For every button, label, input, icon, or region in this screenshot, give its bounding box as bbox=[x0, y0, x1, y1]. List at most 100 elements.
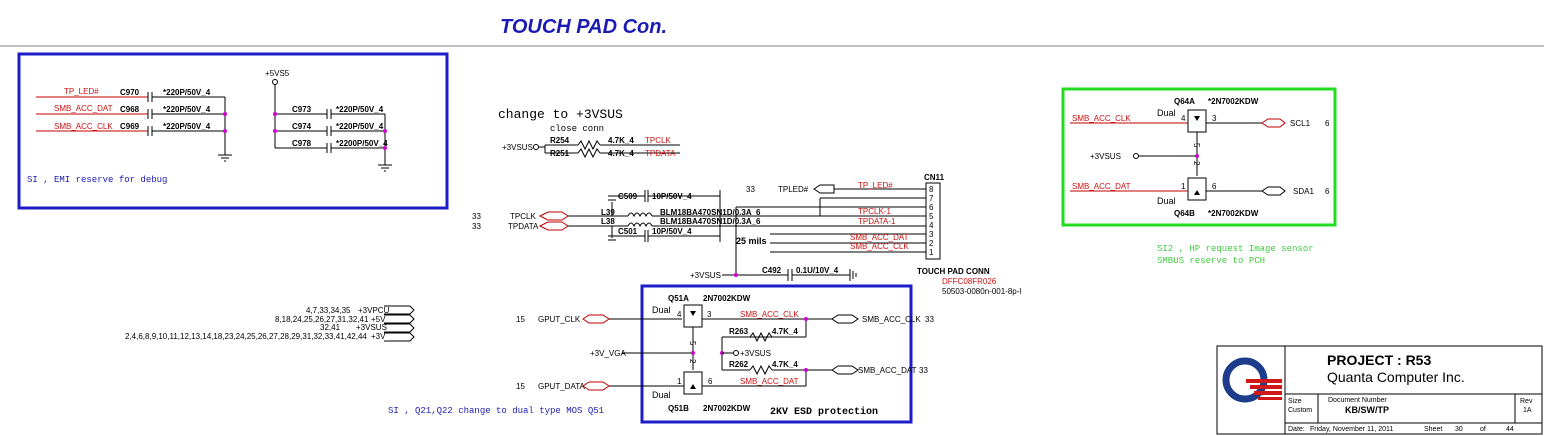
pin-number: 3 bbox=[707, 310, 712, 319]
net-label: SMB_ACC_CLK bbox=[1072, 114, 1131, 123]
power-pages: 32,41 bbox=[320, 323, 341, 332]
connector-cn11: CN11 8 7 6 5 4 3 2 1 TP_LED# TPCLK-1 TPD… bbox=[690, 173, 1021, 296]
connector-pin: 3 bbox=[929, 230, 934, 239]
connector-part: DFFC08FR026 bbox=[942, 277, 997, 286]
bead-ref: L38 bbox=[601, 217, 615, 226]
resistor-value: 4.7K_4 bbox=[772, 360, 798, 369]
sheet-total: 44 bbox=[1506, 426, 1514, 433]
offpage-page: 33 bbox=[472, 222, 481, 231]
resistor-ref: R263 bbox=[729, 327, 749, 336]
power-pages: 4,7,33,34,35 bbox=[306, 306, 351, 315]
company-name: Quanta Computer Inc. bbox=[1327, 369, 1465, 385]
size-label: Size bbox=[1288, 398, 1302, 405]
cap-ref: C509 bbox=[618, 192, 638, 201]
connector-pin: 6 bbox=[929, 203, 934, 212]
cap-ref: C492 bbox=[762, 266, 782, 275]
net-label: SMB_ACC_DAT bbox=[740, 377, 799, 386]
mosfet-dual: Dual bbox=[652, 305, 671, 315]
sensor-note-1: SI2 , HP request Image sensor bbox=[1157, 244, 1314, 254]
offpage-page: 33 bbox=[919, 366, 928, 375]
sensor-box: Q64A *2N7002KDW Dual SMB_ACC_CLK 4 3 SCL… bbox=[1061, 87, 1337, 227]
sheet-number: 30 bbox=[1455, 426, 1463, 433]
esd-caption: 2KV ESD protection bbox=[770, 406, 878, 418]
title-block: PROJECT : R53 Quanta Computer Inc. Size … bbox=[1216, 345, 1543, 435]
page-title: TOUCH PAD Con. bbox=[500, 16, 667, 38]
debug-cap-row: C978 *2200P/50V_4 bbox=[275, 139, 388, 153]
rail-label: +3VSUS bbox=[740, 349, 771, 358]
debug-cap-ref: C970 bbox=[120, 88, 140, 97]
power-rail: +3VPCU bbox=[358, 306, 390, 315]
pullup-resistors: +3VSUS R254 4.7K_4 TPCLK R251 4.7K_4 TPD… bbox=[502, 136, 680, 159]
offpage-net: SDA1 bbox=[1293, 187, 1314, 196]
offpage-page: 33 bbox=[472, 212, 481, 221]
connector-pin: 7 bbox=[929, 194, 934, 203]
offpage-net: TPCLK bbox=[510, 212, 536, 221]
debug-cap-row: C974 *220P/50V_4 bbox=[275, 122, 385, 136]
pin-number: 2 bbox=[688, 359, 697, 364]
debug-cap-row: SMB_ACC_CLK C969 *220P/50V_4 bbox=[36, 122, 225, 136]
connector-name: TOUCH PAD CONN bbox=[917, 267, 990, 276]
mosfet-body bbox=[683, 371, 703, 395]
mosfet-body bbox=[1187, 177, 1207, 201]
offpage-net: TPDATA bbox=[508, 222, 539, 231]
mosfet-part: *2N7002KDW bbox=[1208, 97, 1259, 106]
date-label: Date: bbox=[1288, 426, 1305, 433]
power-rail: +3V bbox=[371, 332, 386, 341]
pin-number: 2 bbox=[1192, 161, 1201, 166]
offpage-net: TPLED# bbox=[778, 185, 809, 194]
cap-value: 0.1U/10V_4 bbox=[796, 266, 839, 275]
net-label: TPCLK bbox=[645, 136, 671, 145]
debug-box: TP_LED# C970 *220P/50V_4 SMB_ACC_DAT C96… bbox=[17, 52, 449, 210]
ground-symbol bbox=[218, 154, 232, 162]
debug-cap-row: TP_LED# C970 *220P/50V_4 bbox=[36, 87, 225, 102]
title-block-border bbox=[1216, 345, 1543, 435]
offpage-page: 6 bbox=[1325, 119, 1330, 128]
connector-pin: 5 bbox=[929, 212, 934, 221]
rev-label: Rev bbox=[1520, 398, 1533, 405]
resistor-value: 4.7K_4 bbox=[772, 327, 798, 336]
debug-cap-ref: C978 bbox=[292, 139, 312, 148]
rail-label: +3VSUS bbox=[502, 143, 533, 152]
of-label: of bbox=[1480, 426, 1486, 433]
net-label: SMB_ACC_DAT bbox=[850, 233, 909, 242]
debug-net-label: SMB_ACC_CLK bbox=[54, 122, 113, 131]
rail-label: +3V_VGA bbox=[590, 349, 626, 358]
net-label: TPDATA bbox=[645, 149, 676, 158]
bead-value: BLM18BA470SN1D/0.3A_6 bbox=[660, 208, 761, 217]
power-pages: 8,18,24,25,26,27,31,32,41 bbox=[275, 315, 369, 324]
date-value: Friday, November 11, 2011 bbox=[1310, 426, 1393, 433]
mosfet-part: *2N7002KDW bbox=[1208, 209, 1259, 218]
debug-cap-row: C973 *220P/50V_4 bbox=[275, 105, 385, 119]
offpage-page: 6 bbox=[1325, 187, 1330, 196]
mosfet-dual: Dual bbox=[652, 390, 671, 400]
pin-number: 4 bbox=[1181, 114, 1186, 123]
power-rail: +5V bbox=[371, 315, 386, 324]
trace-width: 25 mils bbox=[736, 236, 767, 246]
debug-cap-ref: C973 bbox=[292, 105, 312, 114]
offpage-net: SMB_ACC_DAT bbox=[858, 366, 917, 375]
offpage-page: 33 bbox=[746, 185, 755, 194]
offpage-net: GPUT_DATA bbox=[538, 382, 585, 391]
debug-cap-value: *220P/50V_4 bbox=[336, 122, 384, 131]
esd-box: Q51A 2N7002KDW Dual 15 GPUT_CLK 4 3 5 2 … bbox=[516, 284, 934, 424]
cap-value: 10P/50V_4 bbox=[652, 192, 692, 201]
debug-box-border bbox=[17, 52, 449, 210]
net-label: TPDATA-1 bbox=[858, 217, 896, 226]
connector-pin: 4 bbox=[929, 221, 934, 230]
offpage-net: SCL1 bbox=[1290, 119, 1311, 128]
connector-body bbox=[925, 182, 941, 260]
power-rail: +3VSUS bbox=[356, 323, 387, 332]
net-label: SMB_ACC_CLK bbox=[740, 310, 799, 319]
mosfet-part: 2N7002KDW bbox=[703, 294, 751, 303]
offpage-net: GPUT_CLK bbox=[538, 315, 581, 324]
pin-number: 6 bbox=[1212, 182, 1217, 191]
net-label: TP_LED# bbox=[858, 181, 893, 190]
quanta-logo bbox=[1222, 357, 1282, 403]
mosfet-dual: Dual bbox=[1157, 196, 1176, 206]
cap-ref: C501 bbox=[618, 227, 638, 236]
filter-section: 33 TPCLK 33 TPDATA C509 10P/50V_4 C501 1… bbox=[472, 184, 926, 246]
sheet-label: Sheet bbox=[1424, 426, 1442, 433]
power-pages: 2,4,6,8,9,10,11,12,13,14,18,23,24,25,26,… bbox=[125, 332, 367, 341]
power-table: 4,7,33,34,35 +3VPCU 8,18,24,25,26,27,31,… bbox=[125, 305, 415, 342]
